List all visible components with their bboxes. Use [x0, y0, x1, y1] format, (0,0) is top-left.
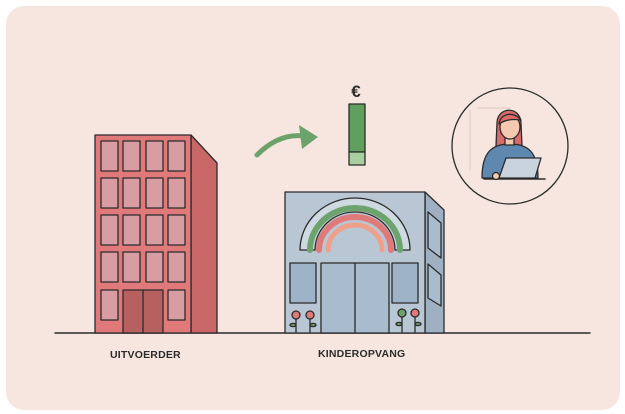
office-building-icon	[95, 135, 217, 333]
money-bar-icon: €	[349, 82, 365, 165]
contractor-label: UITVOERDER	[110, 349, 181, 361]
person-laptop-icon	[452, 88, 568, 204]
childcare-building-icon	[285, 192, 444, 333]
arrow-icon	[257, 125, 318, 155]
childcare-label: KINDEROPVANG	[318, 348, 405, 360]
euro-symbol: €	[351, 82, 361, 101]
